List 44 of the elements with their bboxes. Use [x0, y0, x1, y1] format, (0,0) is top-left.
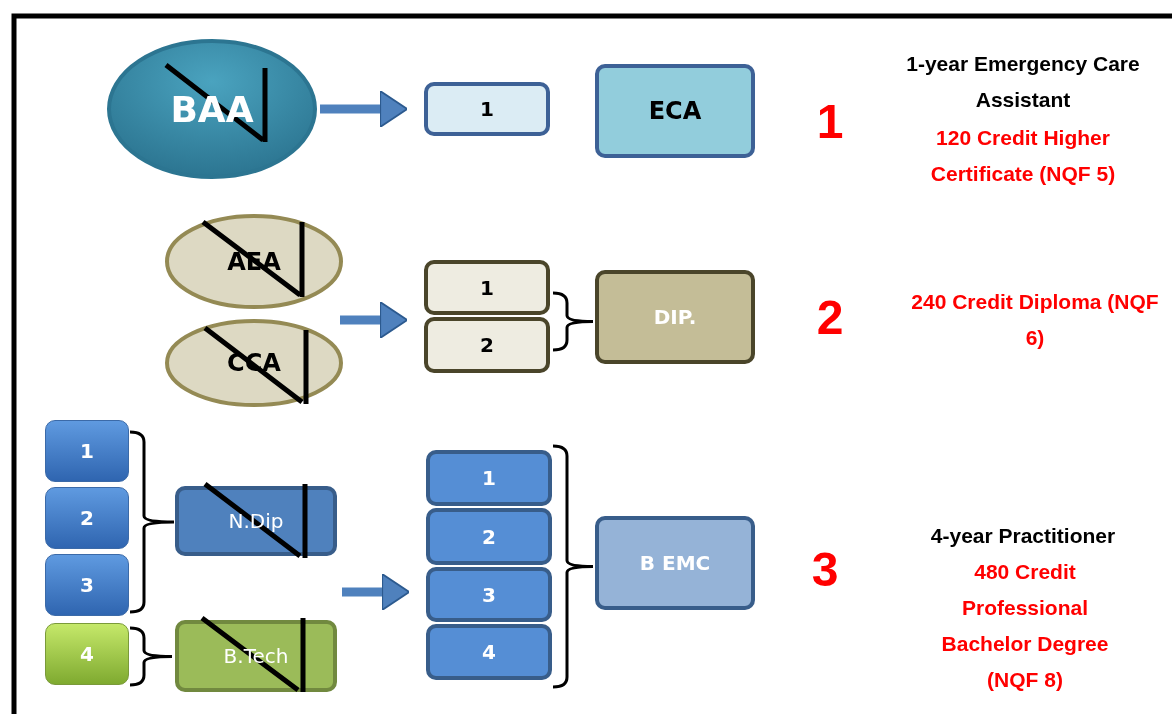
node-label: 1: [480, 97, 494, 121]
level-number: 2: [815, 290, 845, 346]
node-label: B EMC: [639, 551, 711, 575]
block-arrow: [340, 301, 409, 339]
qualification-note: 4-year Practitioner: [929, 523, 1117, 549]
block-arrow: [320, 90, 409, 128]
qualification-box: [595, 64, 755, 158]
qualification-box: [175, 620, 337, 692]
course-ellipse: [164, 213, 344, 310]
qualification-note: 120 Credit Higher Certificate (NQF 5): [929, 125, 1117, 187]
node-label: 1: [482, 466, 496, 490]
node-label: ECA: [648, 97, 702, 125]
year-box: [426, 508, 552, 565]
year-box: [426, 450, 552, 506]
course-ellipse: [106, 38, 318, 180]
node-label: 2: [480, 333, 494, 357]
node-label: 3: [482, 582, 496, 607]
node-label: 4: [80, 642, 94, 666]
year-box: [424, 317, 550, 373]
node-label: 2: [80, 506, 94, 530]
node-label: 3: [80, 573, 94, 597]
course-ellipse: [164, 318, 344, 408]
node-label: 1: [480, 275, 494, 300]
node-label: 1: [80, 439, 94, 463]
year-box: [424, 260, 550, 315]
level-number: 3: [810, 542, 840, 598]
year-box: [426, 567, 552, 622]
year-box: [424, 82, 550, 136]
qualification-box: [595, 270, 755, 364]
qualification-box: [595, 516, 755, 610]
block-arrow: [342, 573, 411, 611]
qualification-note: 240 Credit Diploma (NQF 6): [910, 289, 1160, 351]
qualification-note: 480 Credit Professional Bachelor Degree (NQF 8): [940, 559, 1110, 693]
year-box: [45, 487, 129, 549]
qualification-box: [175, 486, 337, 556]
node-label: DIP.: [653, 305, 697, 329]
year-box: [45, 420, 129, 482]
year-box: [45, 623, 129, 685]
node-label: 4: [482, 640, 496, 664]
year-box: [426, 624, 552, 680]
qualification-note: 1-year Emergency Care Assistant: [905, 51, 1141, 113]
node-label: 2: [482, 524, 496, 549]
level-number: 1: [815, 94, 845, 150]
year-box: [45, 554, 129, 616]
